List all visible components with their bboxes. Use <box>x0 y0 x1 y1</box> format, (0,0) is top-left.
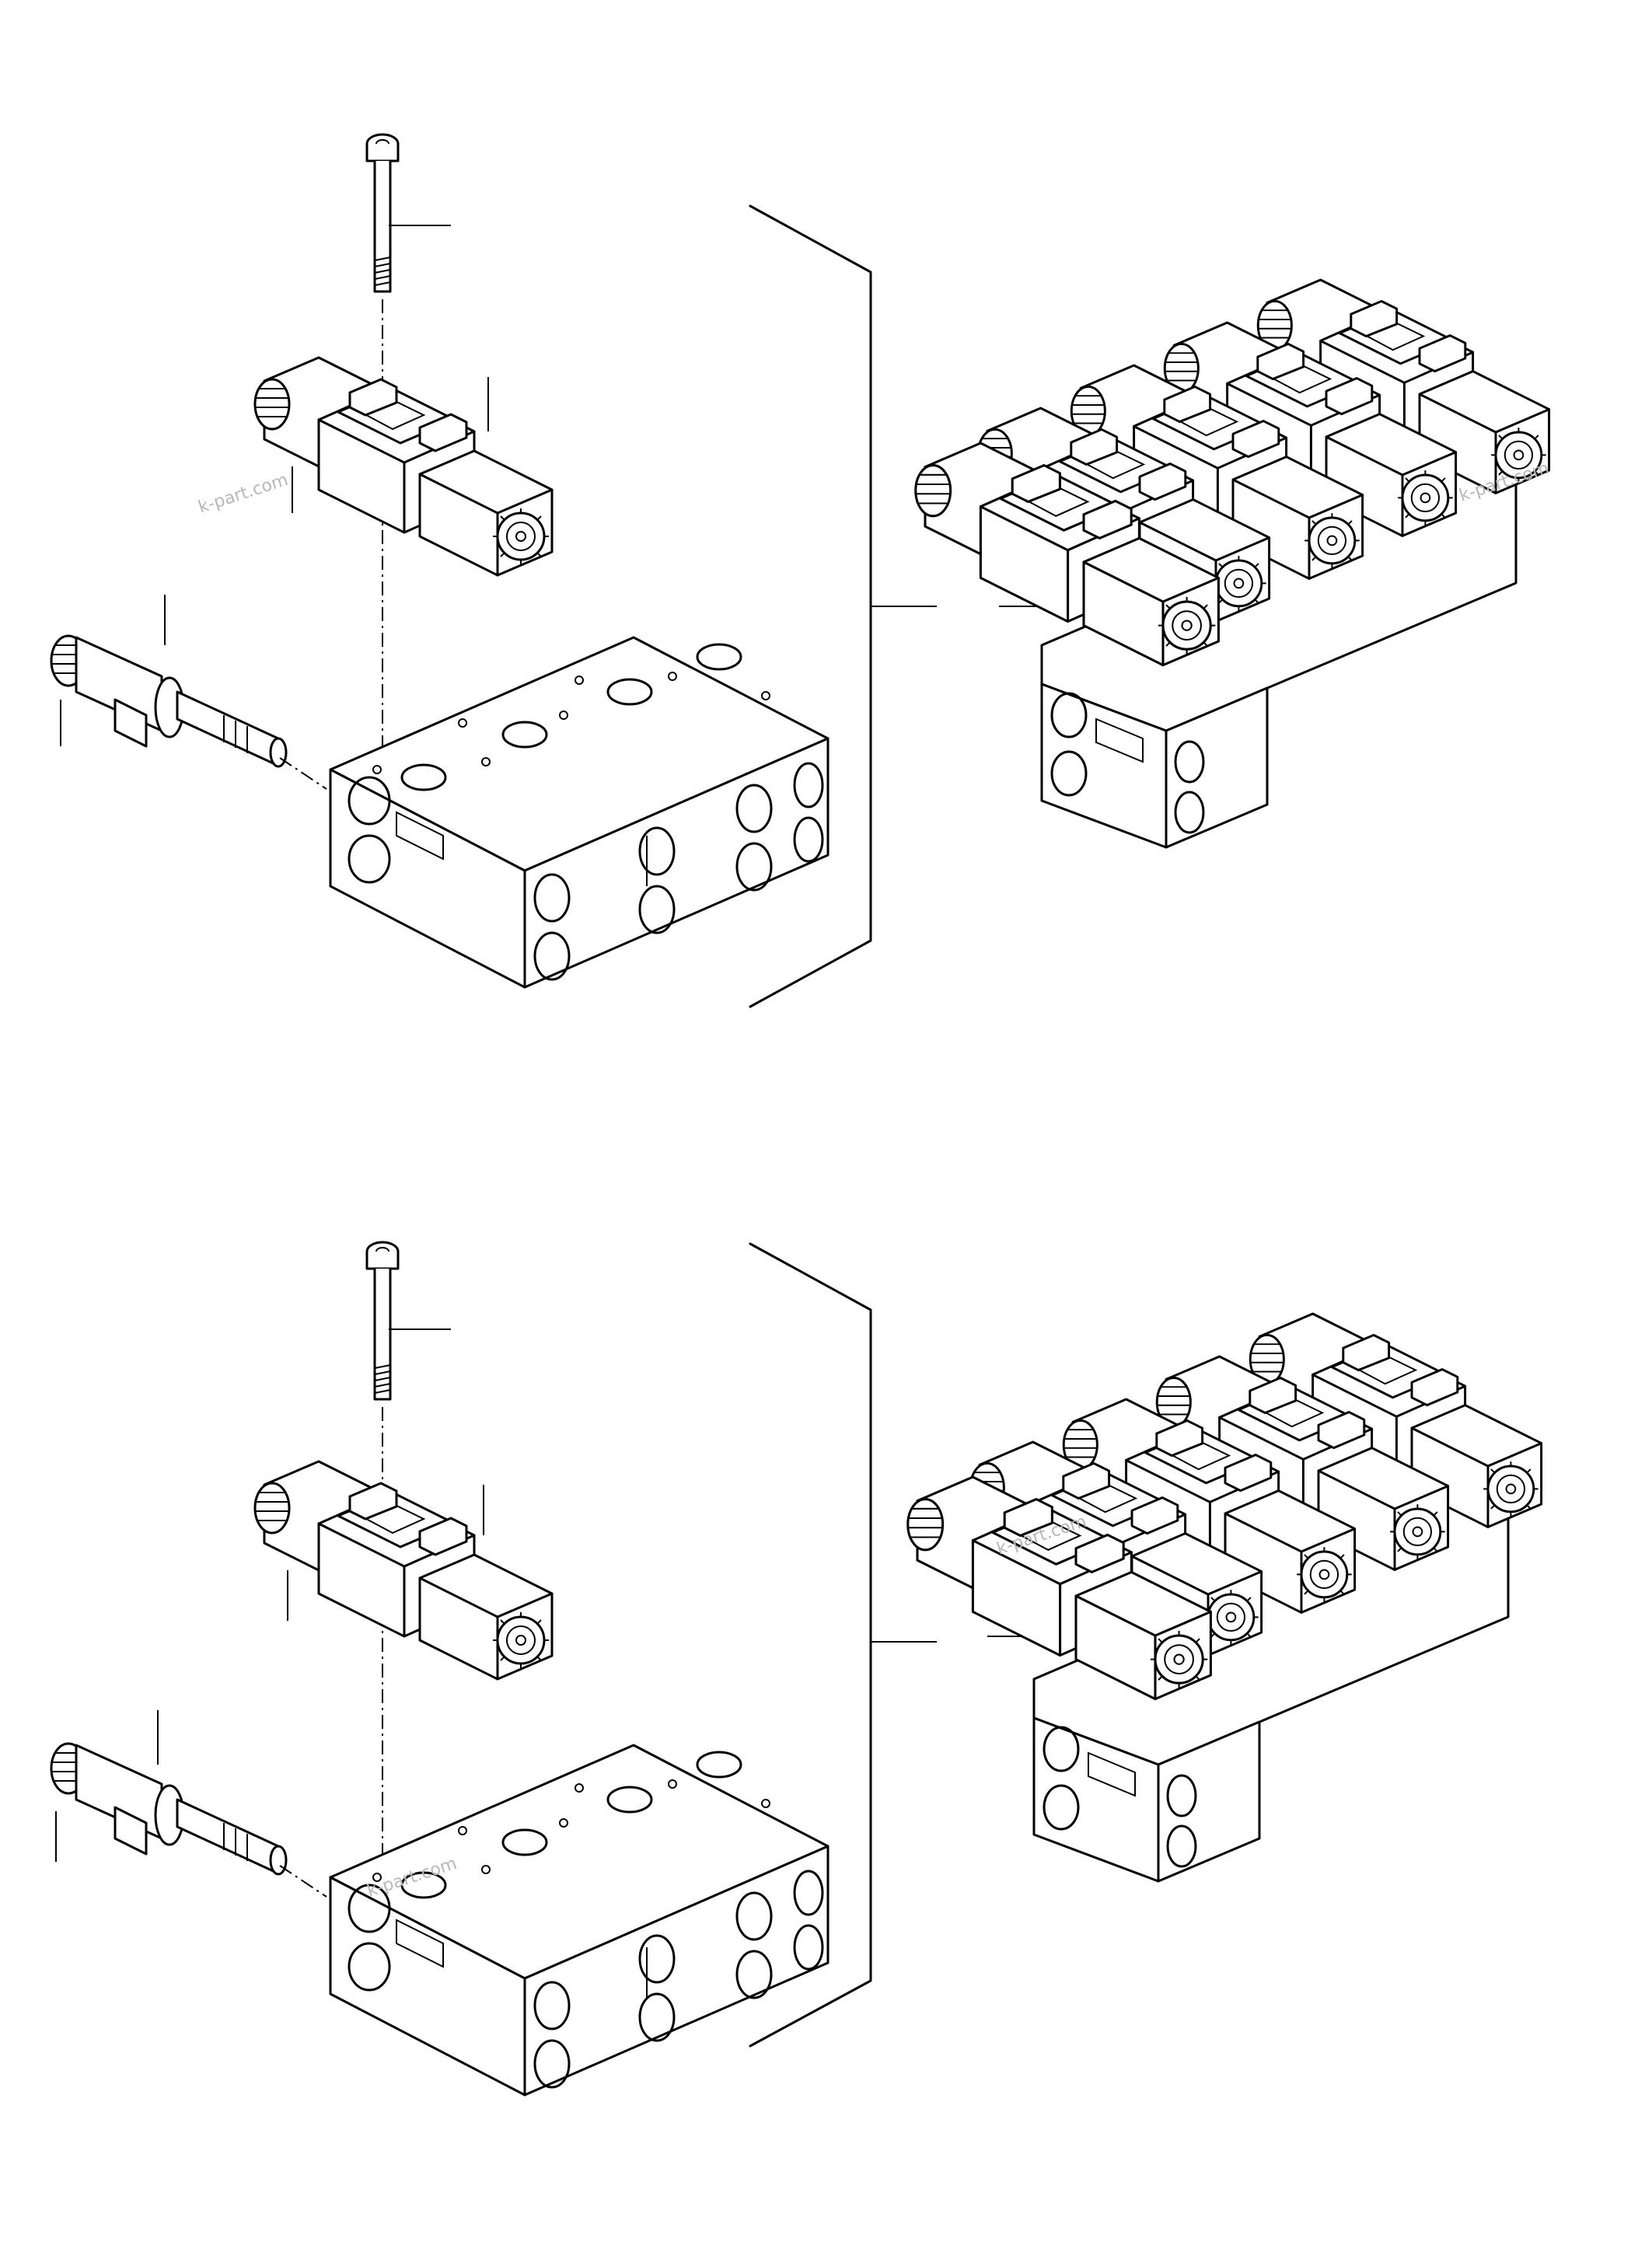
bolt-part <box>365 133 400 293</box>
solenoid-valve-part <box>255 1461 552 1679</box>
bolt-part <box>365 1241 400 1401</box>
assembly-top: k-part.com k-part.com <box>51 133 1552 1008</box>
manifold-block-part <box>329 636 829 989</box>
manifold-block-part <box>329 1744 829 2097</box>
assembly-bottom: k-part.com k-part.com <box>51 1241 1542 2097</box>
assembly-bracket <box>749 204 872 1008</box>
cartridge-axis <box>279 757 327 790</box>
solenoid-valve-part <box>255 358 552 575</box>
cartridge-valve-part <box>51 1744 286 1874</box>
cartridge-axis <box>279 1865 327 1898</box>
watermark: k-part.com <box>196 470 291 518</box>
cartridge-valve-part <box>51 636 286 766</box>
assembled-valve-bank <box>908 1314 1542 1881</box>
assembly-bracket <box>749 1242 872 2048</box>
assembled-valve-bank <box>916 280 1549 847</box>
